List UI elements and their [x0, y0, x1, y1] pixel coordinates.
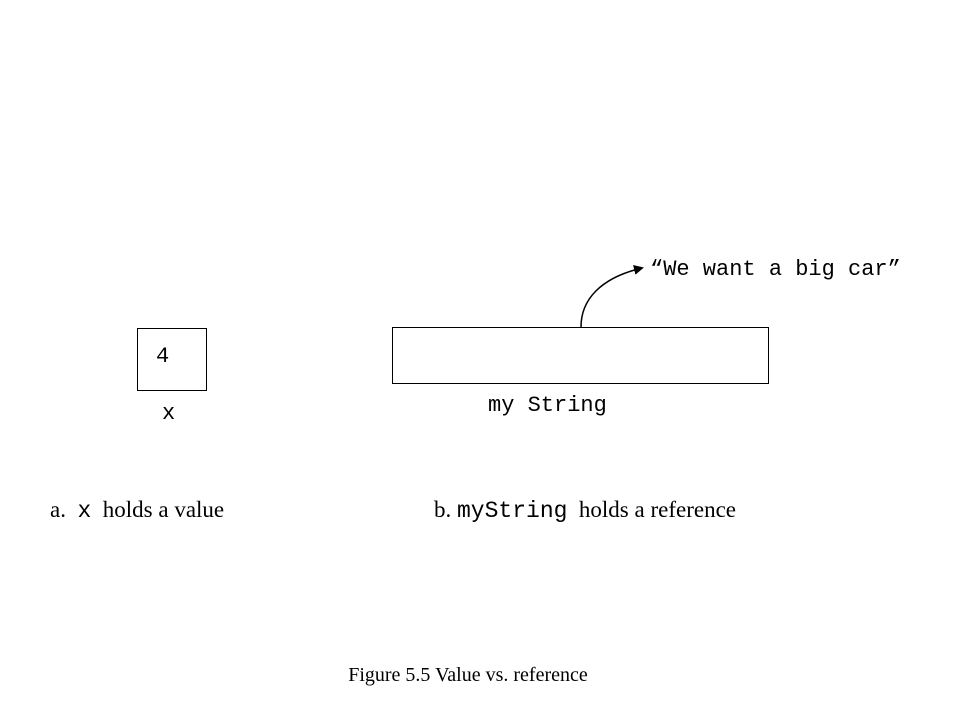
caption-b-text: holds a reference [578, 497, 736, 522]
caption-a: a. x holds a value [50, 496, 224, 525]
figure-caption: Figure 5.5 Value vs. reference [348, 664, 588, 686]
caption-b: b. myString holds a reference [434, 496, 736, 525]
caption-b-prefix: b. [434, 497, 452, 522]
value-box-content: 4 [156, 344, 170, 369]
reference-arrow-curve [580, 264, 644, 328]
value-box [137, 328, 207, 391]
caption-b-code: myString [457, 498, 568, 524]
caption-a-code: x [77, 498, 92, 524]
string-object-label: “We want a big car” [650, 257, 901, 282]
reference-variable-label: my String [488, 393, 607, 418]
caption-a-text: holds a value [102, 497, 225, 522]
value-variable-label: x [162, 401, 176, 426]
reference-box [392, 327, 769, 384]
caption-a-prefix: a. [50, 497, 66, 522]
